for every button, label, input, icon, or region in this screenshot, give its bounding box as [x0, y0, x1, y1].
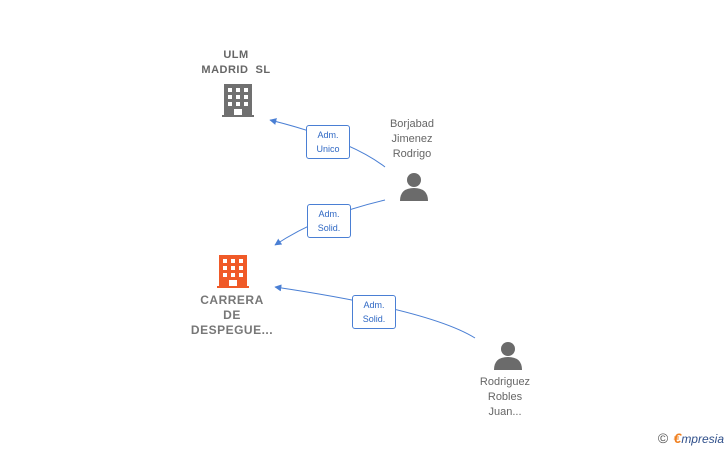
- edge-label-adm-solid[interactable]: Adm. Solid.: [307, 204, 351, 238]
- edge-label-adm-solid[interactable]: Adm. Solid.: [352, 295, 396, 329]
- label-line: Borjabad: [389, 118, 435, 130]
- empresia-watermark: © €mpresia: [658, 430, 724, 446]
- copyright-icon: ©: [657, 430, 669, 446]
- edge-rodriguez-to-carrera: [274, 284, 476, 339]
- label-line: Jimenez: [391, 133, 433, 145]
- edge-label-line: Adm.: [317, 130, 339, 140]
- label-line: Rodrigo: [392, 148, 432, 160]
- brand-text: mpresia: [681, 432, 724, 446]
- label-line: Robles: [487, 391, 523, 403]
- edge-label-line: Solid.: [362, 314, 386, 324]
- label-line: DESPEGUE...: [190, 323, 274, 337]
- building-icon[interactable]: [222, 84, 254, 117]
- edge-label-line: Unico: [316, 144, 340, 154]
- person-label-borjabad[interactable]: Borjabad Jimenez Rodrigo: [374, 117, 450, 162]
- company-label-ulm[interactable]: ULM MADRID SL: [196, 48, 276, 78]
- label-line: MADRID SL: [201, 64, 271, 76]
- edge-label-line: Adm.: [318, 209, 340, 219]
- edge-label-line: Adm.: [363, 300, 385, 310]
- company-label-carrera[interactable]: CARRERA DE DESPEGUE...: [182, 293, 282, 338]
- label-line: CARRERA: [200, 293, 264, 307]
- edge-label-adm-unico[interactable]: Adm. Unico: [306, 125, 350, 159]
- person-icon[interactable]: [400, 173, 428, 201]
- label-line: ULM: [223, 49, 249, 61]
- building-icon[interactable]: [217, 255, 249, 288]
- edge-label-line: Solid.: [317, 223, 341, 233]
- label-line: Juan...: [488, 406, 522, 418]
- label-line: Rodriguez: [479, 376, 531, 388]
- label-line: DE: [223, 308, 241, 322]
- person-icon[interactable]: [494, 342, 522, 370]
- brand-initial: €: [673, 430, 682, 446]
- person-label-rodriguez[interactable]: Rodriguez Robles Juan...: [467, 375, 543, 420]
